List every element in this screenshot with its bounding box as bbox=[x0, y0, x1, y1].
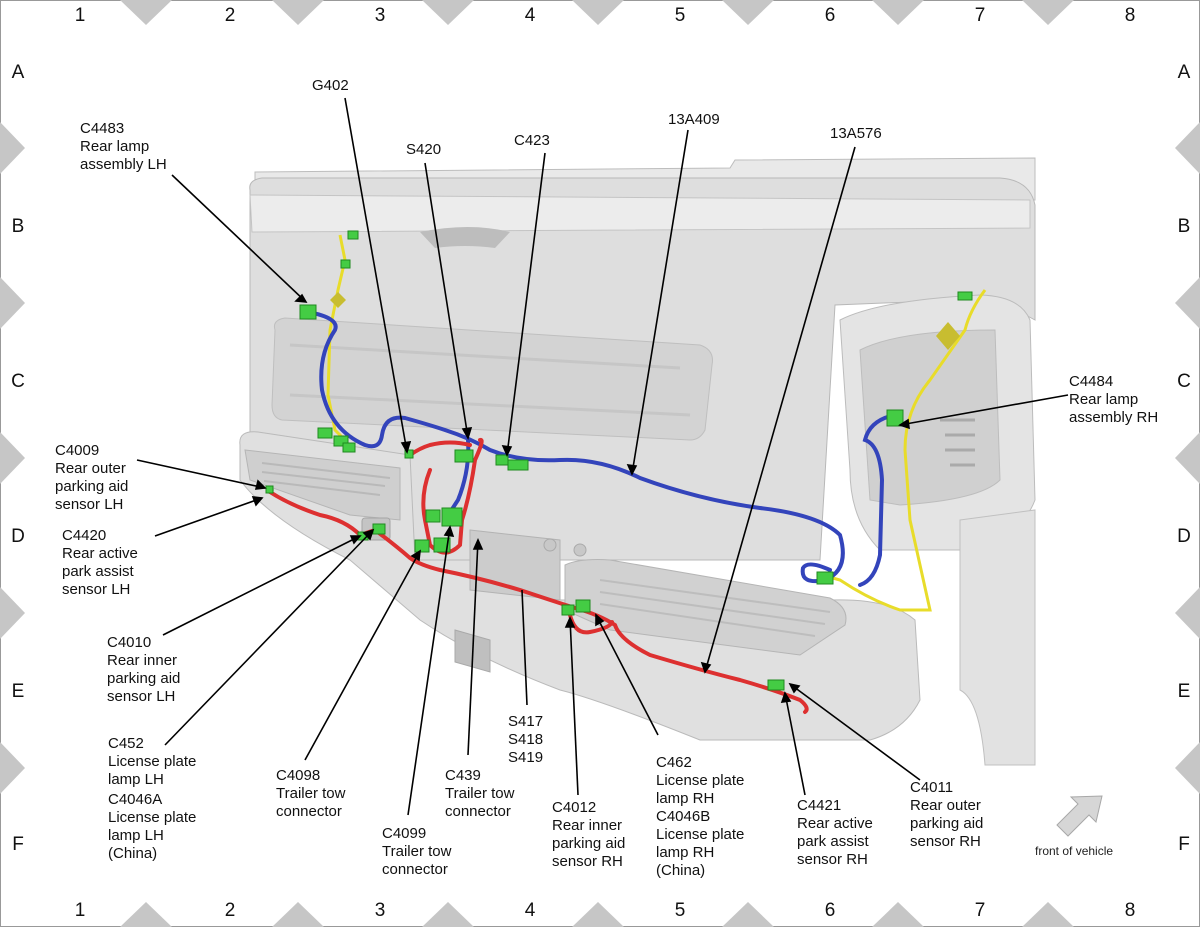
grid-col-label: 2 bbox=[225, 5, 236, 26]
clip-marker bbox=[330, 292, 346, 308]
label-s417: S417 S418 S419 bbox=[508, 713, 547, 766]
label-c4420: C4420 Rear active park assist sensor LH bbox=[62, 527, 142, 598]
connectors bbox=[265, 230, 973, 691]
grid-col-label: 8 bbox=[1125, 5, 1136, 26]
label-c4099: C4099 Trailer tow connector bbox=[382, 825, 456, 878]
grid-row-label: D bbox=[11, 526, 25, 547]
grid-col-label: 6 bbox=[825, 5, 836, 26]
label-13a409: 13A409 bbox=[668, 111, 720, 128]
label-c4009: C4009 Rear outer parking aid sensor LH bbox=[55, 442, 133, 513]
grid-col-label: 2 bbox=[225, 900, 236, 921]
grid-row-label: F bbox=[12, 834, 24, 855]
front-of-vehicle-label: front of vehicle bbox=[1035, 844, 1113, 858]
grid-col-label: 1 bbox=[75, 900, 86, 921]
label-c4483: C4483 Rear lamp assembly LH bbox=[80, 120, 167, 173]
label-c4010: C4010 Rear inner parking aid sensor LH bbox=[107, 634, 185, 705]
grid-col-label: 5 bbox=[675, 900, 686, 921]
label-c4012: C4012 Rear inner parking aid sensor RH bbox=[552, 799, 630, 870]
grid-row-label: B bbox=[1178, 216, 1191, 237]
grid-rows-right: A B C D E F bbox=[1177, 62, 1191, 855]
front-of-vehicle-indicator: front of vehicle bbox=[1035, 795, 1113, 858]
label-c439: C439 Trailer tow connector bbox=[445, 767, 519, 820]
grid-col-label: 8 bbox=[1125, 900, 1136, 921]
clip-marker bbox=[936, 322, 960, 350]
grid-col-label: 4 bbox=[525, 900, 536, 921]
label-c4484: C4484 Rear lamp assembly RH bbox=[1069, 373, 1158, 426]
grid-col-label: 5 bbox=[675, 5, 686, 26]
leader-lines bbox=[136, 97, 1069, 816]
grid-row-label: C bbox=[11, 371, 25, 392]
grid-row-label: C bbox=[1177, 371, 1191, 392]
label-c452: C452 License plate lamp LH C4046A Licens… bbox=[108, 735, 201, 862]
label-c423: C423 bbox=[514, 132, 550, 149]
grid-row-label: D bbox=[1177, 526, 1191, 547]
grid-col-label: 6 bbox=[825, 900, 836, 921]
grid-row-label: A bbox=[1178, 62, 1191, 83]
grid-row-label: E bbox=[1178, 681, 1191, 702]
grid-row-label: F bbox=[1178, 834, 1190, 855]
grid-columns-bottom: 1 2 3 4 5 6 7 8 bbox=[75, 900, 1136, 921]
grid-col-label: 3 bbox=[375, 5, 386, 26]
grid-rows-left: A B C D E F bbox=[11, 62, 25, 855]
arrow-icon bbox=[1056, 795, 1103, 837]
label-13a576: 13A576 bbox=[830, 125, 882, 142]
grid-columns-top: 1 2 3 4 5 6 7 8 bbox=[75, 5, 1136, 26]
grid-col-label: 3 bbox=[375, 900, 386, 921]
label-c4011: C4011 Rear outer parking aid sensor RH bbox=[910, 779, 988, 850]
grid-row-label: A bbox=[12, 62, 25, 83]
label-c4421: C4421 Rear active park assist sensor RH bbox=[797, 797, 877, 868]
grid-row-label: B bbox=[12, 216, 25, 237]
label-g402: G402 bbox=[312, 77, 349, 94]
label-c4098: C4098 Trailer tow connector bbox=[276, 767, 350, 820]
grid-row-label: E bbox=[12, 681, 25, 702]
grid-col-label: 7 bbox=[975, 5, 986, 26]
label-s420: S420 bbox=[406, 141, 441, 158]
label-c462: C462 License plate lamp RH C4046B Licens… bbox=[656, 754, 749, 879]
grid-col-label: 4 bbox=[525, 5, 536, 26]
truck-rear-illustration bbox=[239, 157, 1036, 766]
grid-col-label: 7 bbox=[975, 900, 986, 921]
grid-col-label: 1 bbox=[75, 5, 86, 26]
